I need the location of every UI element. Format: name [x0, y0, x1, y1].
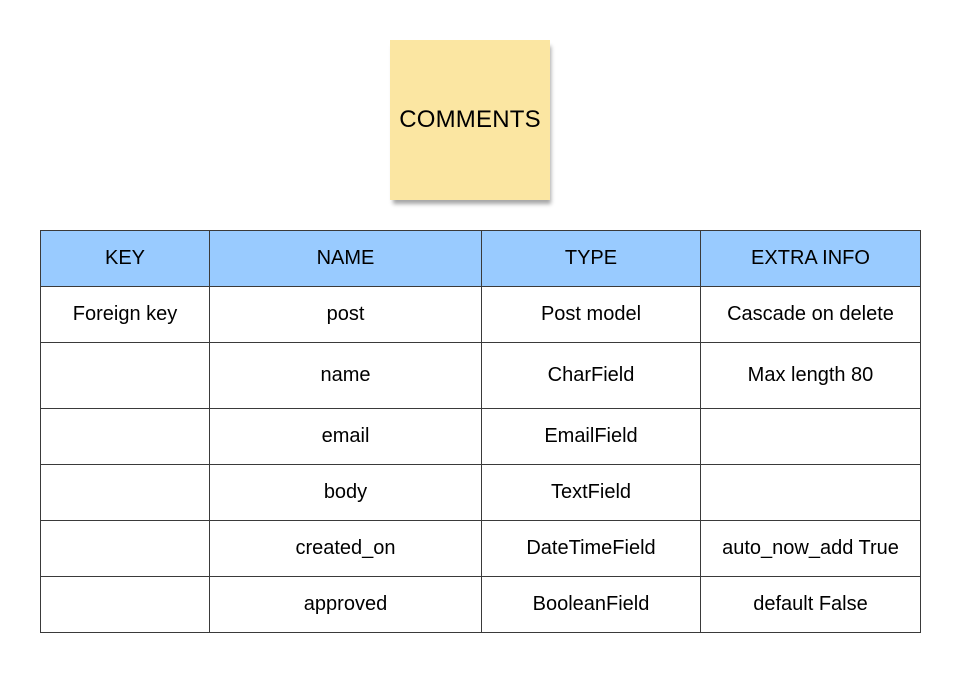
name-cell: created_on — [209, 520, 482, 577]
name-cell: body — [209, 464, 482, 521]
extra-info-cell: Cascade on delete — [700, 286, 921, 343]
table-row: name CharField Max length 80 — [40, 342, 921, 409]
name-cell: approved — [209, 576, 482, 633]
extra-info-cell — [700, 408, 921, 465]
type-cell: CharField — [481, 342, 701, 409]
extra-info-cell — [700, 464, 921, 521]
table-row: approved BooleanField default False — [40, 576, 921, 633]
table-row: Foreign key post Post model Cascade on d… — [40, 286, 921, 343]
entity-title: COMMENTS — [399, 106, 541, 133]
column-header-name: NAME — [209, 230, 482, 287]
table-row: body TextField — [40, 464, 921, 521]
table-row: created_on DateTimeField auto_now_add Tr… — [40, 520, 921, 577]
column-header-key: KEY — [40, 230, 210, 287]
entity-sticky-note: COMMENTS — [390, 40, 550, 200]
fields-table: KEY NAME TYPE EXTRA INFO Foreign key pos… — [40, 230, 921, 633]
key-cell: Foreign key — [40, 286, 210, 343]
key-cell — [40, 576, 210, 633]
key-cell — [40, 520, 210, 577]
extra-info-cell: default False — [700, 576, 921, 633]
name-cell: name — [209, 342, 482, 409]
type-cell: EmailField — [481, 408, 701, 465]
header-row: KEY NAME TYPE EXTRA INFO — [40, 230, 921, 287]
name-cell: post — [209, 286, 482, 343]
extra-info-cell: Max length 80 — [700, 342, 921, 409]
type-cell: BooleanField — [481, 576, 701, 633]
column-header-type: TYPE — [481, 230, 701, 287]
key-cell — [40, 464, 210, 521]
type-cell: TextField — [481, 464, 701, 521]
extra-info-cell: auto_now_add True — [700, 520, 921, 577]
name-cell: email — [209, 408, 482, 465]
key-cell — [40, 408, 210, 465]
table-row: email EmailField — [40, 408, 921, 465]
column-header-extra-info: EXTRA INFO — [700, 230, 921, 287]
type-cell: Post model — [481, 286, 701, 343]
key-cell — [40, 342, 210, 409]
type-cell: DateTimeField — [481, 520, 701, 577]
